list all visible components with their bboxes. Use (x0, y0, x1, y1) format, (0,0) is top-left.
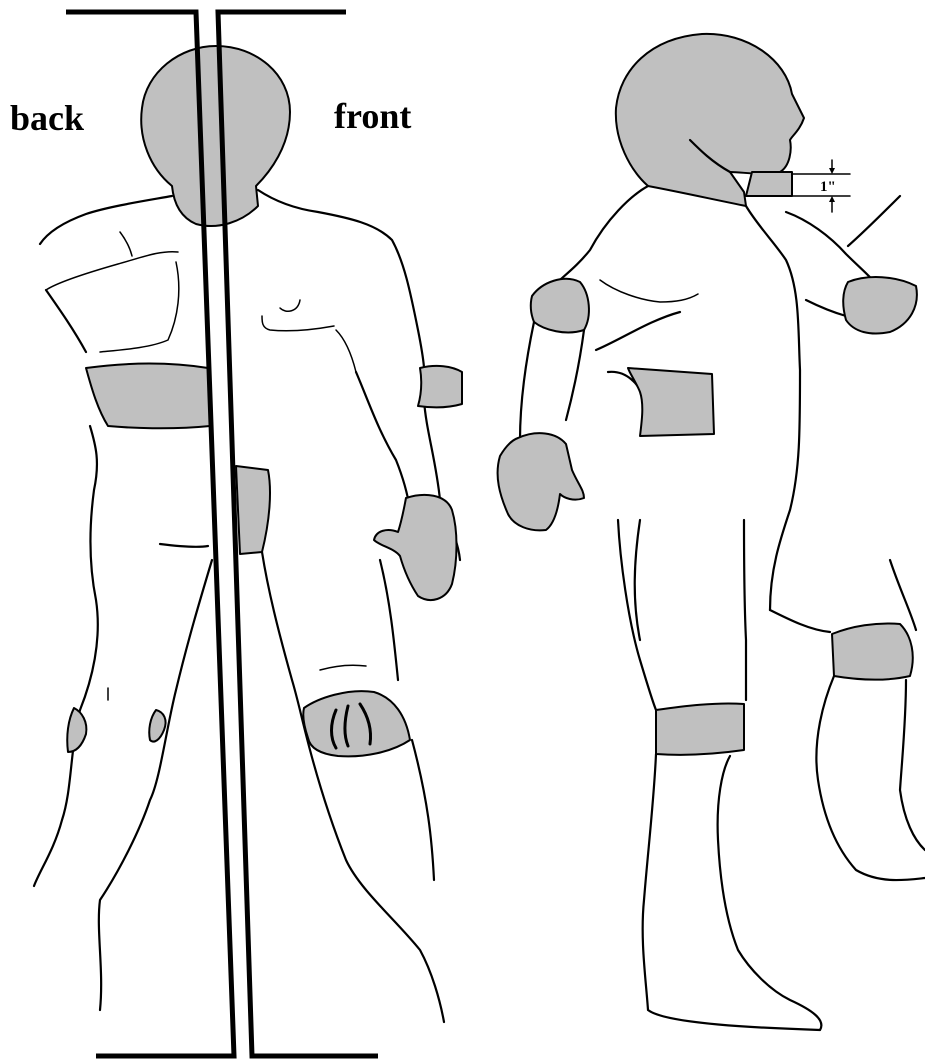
side-upper-arm (520, 322, 584, 440)
measurement-label: 1" (820, 179, 836, 195)
back-torso-outline (34, 196, 172, 886)
back-leg-outline (99, 544, 212, 1010)
back-chest-line (100, 262, 179, 352)
side-collar-patch (746, 172, 792, 196)
side-back-outline (550, 186, 648, 290)
back-waist-patch (86, 364, 210, 429)
front-chest-line (262, 300, 356, 372)
side-waist-patch (628, 368, 714, 436)
front-back-figure: back front (10, 12, 462, 1056)
front-label: front (334, 96, 411, 136)
side-rear-shin (816, 676, 925, 880)
back-label: back (10, 98, 84, 138)
side-front-outline (746, 206, 800, 610)
side-front-knee-patch (656, 703, 744, 754)
front-groin-patch (236, 466, 270, 554)
front-elbow-patch (418, 366, 462, 407)
side-rear-leg (770, 560, 916, 632)
side-front-leg (618, 520, 746, 710)
front-knee-line (320, 665, 366, 670)
back-shoulder-line (46, 252, 178, 290)
side-front-shin (643, 754, 822, 1030)
head-patch (141, 46, 290, 226)
front-torso-outline (258, 190, 440, 500)
side-rear-knee-patch (832, 623, 913, 679)
side-shoulder-patch (531, 279, 589, 333)
back-upper-line (120, 232, 132, 256)
side-chest-line (600, 280, 698, 302)
side-figure: 1" (498, 34, 925, 1030)
front-leg-outline (262, 552, 444, 1022)
side-rear-hand-patch (843, 277, 917, 333)
side-hand-patch (498, 433, 584, 530)
measurement-marker: 1" (792, 160, 850, 212)
back-knee-patch-left (67, 708, 86, 752)
front-knee-patch (303, 691, 410, 756)
front-arm-inner (356, 372, 410, 510)
back-knee-patch-right (149, 710, 165, 742)
